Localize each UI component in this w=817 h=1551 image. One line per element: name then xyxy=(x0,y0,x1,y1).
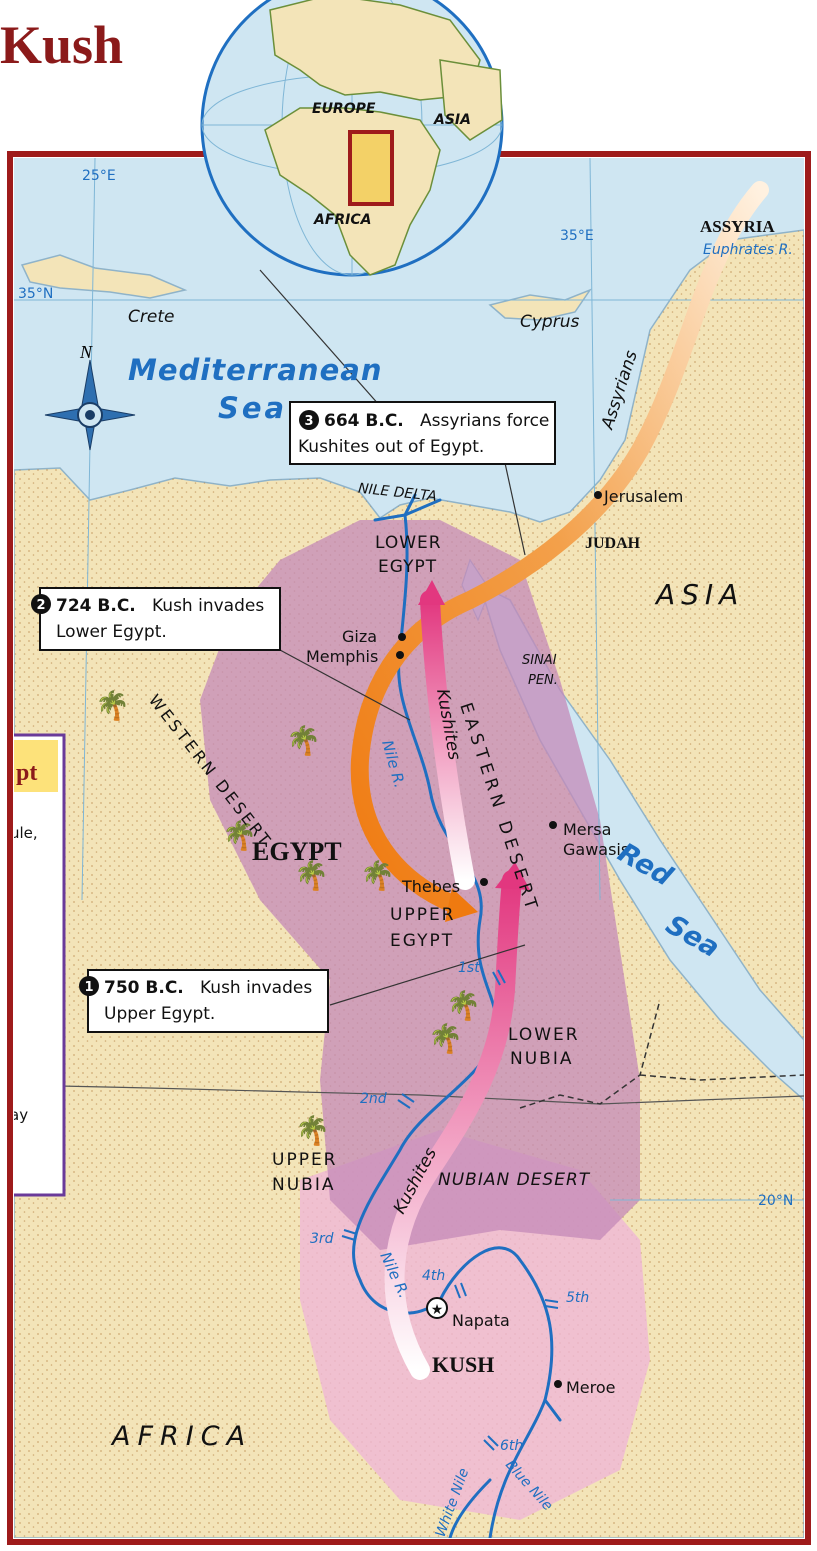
cataract-3rd: 3rd xyxy=(310,1231,334,1247)
callout-664-line2: Kushites out of Egypt. xyxy=(298,437,484,457)
callout-750-line1: Kush invades xyxy=(200,978,312,998)
city-dots xyxy=(396,491,602,1388)
label-cyprus: Cyprus xyxy=(520,312,579,332)
label-nubian-desert: NUBIAN DESERT xyxy=(438,1170,591,1190)
grid-label-35n: 35°N xyxy=(18,286,53,302)
callout-664: 3 664 B.C. Assyrians force Kushites out … xyxy=(289,401,556,465)
label-sinai-1: SINAI xyxy=(522,653,557,668)
assyrian-route-arrow xyxy=(350,181,769,914)
globe-label-europe: EUROPE xyxy=(312,101,376,117)
svg-text:🌴: 🌴 xyxy=(294,859,329,892)
callout-664-number: 3 xyxy=(304,414,313,429)
svg-text:🌴: 🌴 xyxy=(295,1114,330,1147)
label-memphis: Memphis xyxy=(306,647,378,666)
globe-europe-asia-landmass xyxy=(269,0,481,101)
side-panel-text-1: ule, xyxy=(10,824,38,842)
side-panel: pt ule, ay xyxy=(10,733,66,1197)
label-giza: Giza xyxy=(342,627,377,646)
label-meroe: Meroe xyxy=(566,1378,616,1397)
assyrian-arrowhead xyxy=(445,888,478,922)
graticule xyxy=(14,158,804,1201)
cataract-5th: 5th xyxy=(566,1290,589,1306)
callout-750-number: 1 xyxy=(84,980,93,995)
label-judah: JUDAH xyxy=(585,535,641,552)
label-mediterranean: Mediterranean xyxy=(128,353,382,387)
label-sinai-2: PEN. xyxy=(528,673,558,688)
kushite-arrowhead-2 xyxy=(418,580,445,605)
callout-724-number: 2 xyxy=(36,598,45,613)
label-upper-nubia-2: NUBIA xyxy=(272,1175,335,1195)
locator-globe: EUROPE ASIA AFRICA xyxy=(200,0,504,277)
side-panel-text-2: ay xyxy=(10,1106,28,1124)
globe-label-asia: ASIA xyxy=(433,112,471,128)
side-panel-heading: pt xyxy=(16,760,37,786)
callout-750-year: 750 B.C. xyxy=(104,978,184,998)
callout-724-year: 724 B.C. xyxy=(56,596,136,616)
globe-asia-landmass xyxy=(439,59,503,141)
cataract-2nd: 2nd xyxy=(360,1091,387,1107)
compass-north-label: N xyxy=(79,342,93,362)
label-thebes: Thebes xyxy=(401,877,460,896)
label-lower-nubia-1: LOWER xyxy=(508,1025,580,1045)
callout-750-line2: Upper Egypt. xyxy=(104,1004,215,1024)
label-lower-nubia-2: NUBIA xyxy=(510,1049,573,1069)
compass-rose: N xyxy=(44,342,136,451)
label-lower-egypt-2: EGYPT xyxy=(378,557,437,577)
label-egypt: EGYPT xyxy=(252,837,342,866)
label-africa: AFRICA xyxy=(110,1421,252,1452)
label-euphrates: Euphrates R. xyxy=(703,242,793,258)
label-kush: KUSH xyxy=(432,1352,494,1377)
label-sea: Sea xyxy=(218,391,287,425)
kushite-route-arrow-2 xyxy=(420,590,475,890)
cataract-4th: 4th xyxy=(422,1268,445,1284)
nile-river xyxy=(352,493,562,1538)
label-asia: ASIA xyxy=(654,578,744,611)
cataract-1st: 1st xyxy=(458,960,480,976)
svg-text:🌴: 🌴 xyxy=(286,724,321,757)
callout-750: 1 750 B.C. Kush invades Upper Egypt. xyxy=(79,969,329,1033)
callout-724-line2: Lower Egypt. xyxy=(56,622,167,642)
cyprus-island xyxy=(488,288,593,321)
label-assyria: ASSYRIA xyxy=(700,217,775,236)
svg-text:🌴: 🌴 xyxy=(360,859,395,892)
map-title: Kush xyxy=(0,15,124,75)
label-lower-egypt-1: LOWER xyxy=(375,533,442,553)
grid-label-20n: 20°N xyxy=(758,1193,793,1209)
napata-capital-icon: ★ xyxy=(426,1297,448,1319)
globe-locator-box xyxy=(348,130,394,206)
callout-724-line1: Kush invades xyxy=(152,596,264,616)
kushite-arrowhead-1 xyxy=(495,862,530,890)
svg-text:🌴: 🌴 xyxy=(446,989,481,1022)
callout-664-line1: Assyrians force xyxy=(420,411,549,431)
palm-tree-icons: 🌴 🌴 🌴 🌴 🌴 🌴 🌴 🌴 xyxy=(95,689,481,1147)
grid-label-25e: 25°E xyxy=(82,168,116,184)
label-napata: Napata xyxy=(452,1311,510,1330)
svg-text:★: ★ xyxy=(431,1302,444,1318)
dashed-border xyxy=(519,999,804,1109)
label-crete: Crete xyxy=(128,307,174,327)
svg-text:🌴: 🌴 xyxy=(95,689,130,722)
cataract-6th: 6th xyxy=(500,1438,523,1454)
globe-label-africa: AFRICA xyxy=(313,212,372,228)
label-jerusalem: Jerusalem xyxy=(603,487,683,506)
svg-text:🌴: 🌴 xyxy=(222,819,257,852)
label-upper-egypt-1: UPPER xyxy=(390,905,456,925)
crete-island xyxy=(20,254,188,299)
cataract-ticks xyxy=(341,969,559,1451)
callout-664-year: 664 B.C. xyxy=(324,411,404,431)
label-gawasis: Gawasis xyxy=(563,840,629,859)
label-upper-egypt-2: EGYPT xyxy=(390,931,454,951)
callout-724: 2 724 B.C. Kush invades Lower Egypt. xyxy=(31,587,281,651)
label-mersa: Mersa xyxy=(563,820,611,839)
svg-text:🌴: 🌴 xyxy=(428,1022,463,1055)
grid-label-35e: 35°E xyxy=(560,228,594,244)
kushite-route-arrow-1 xyxy=(384,870,522,1380)
label-upper-nubia-1: UPPER xyxy=(272,1150,338,1170)
